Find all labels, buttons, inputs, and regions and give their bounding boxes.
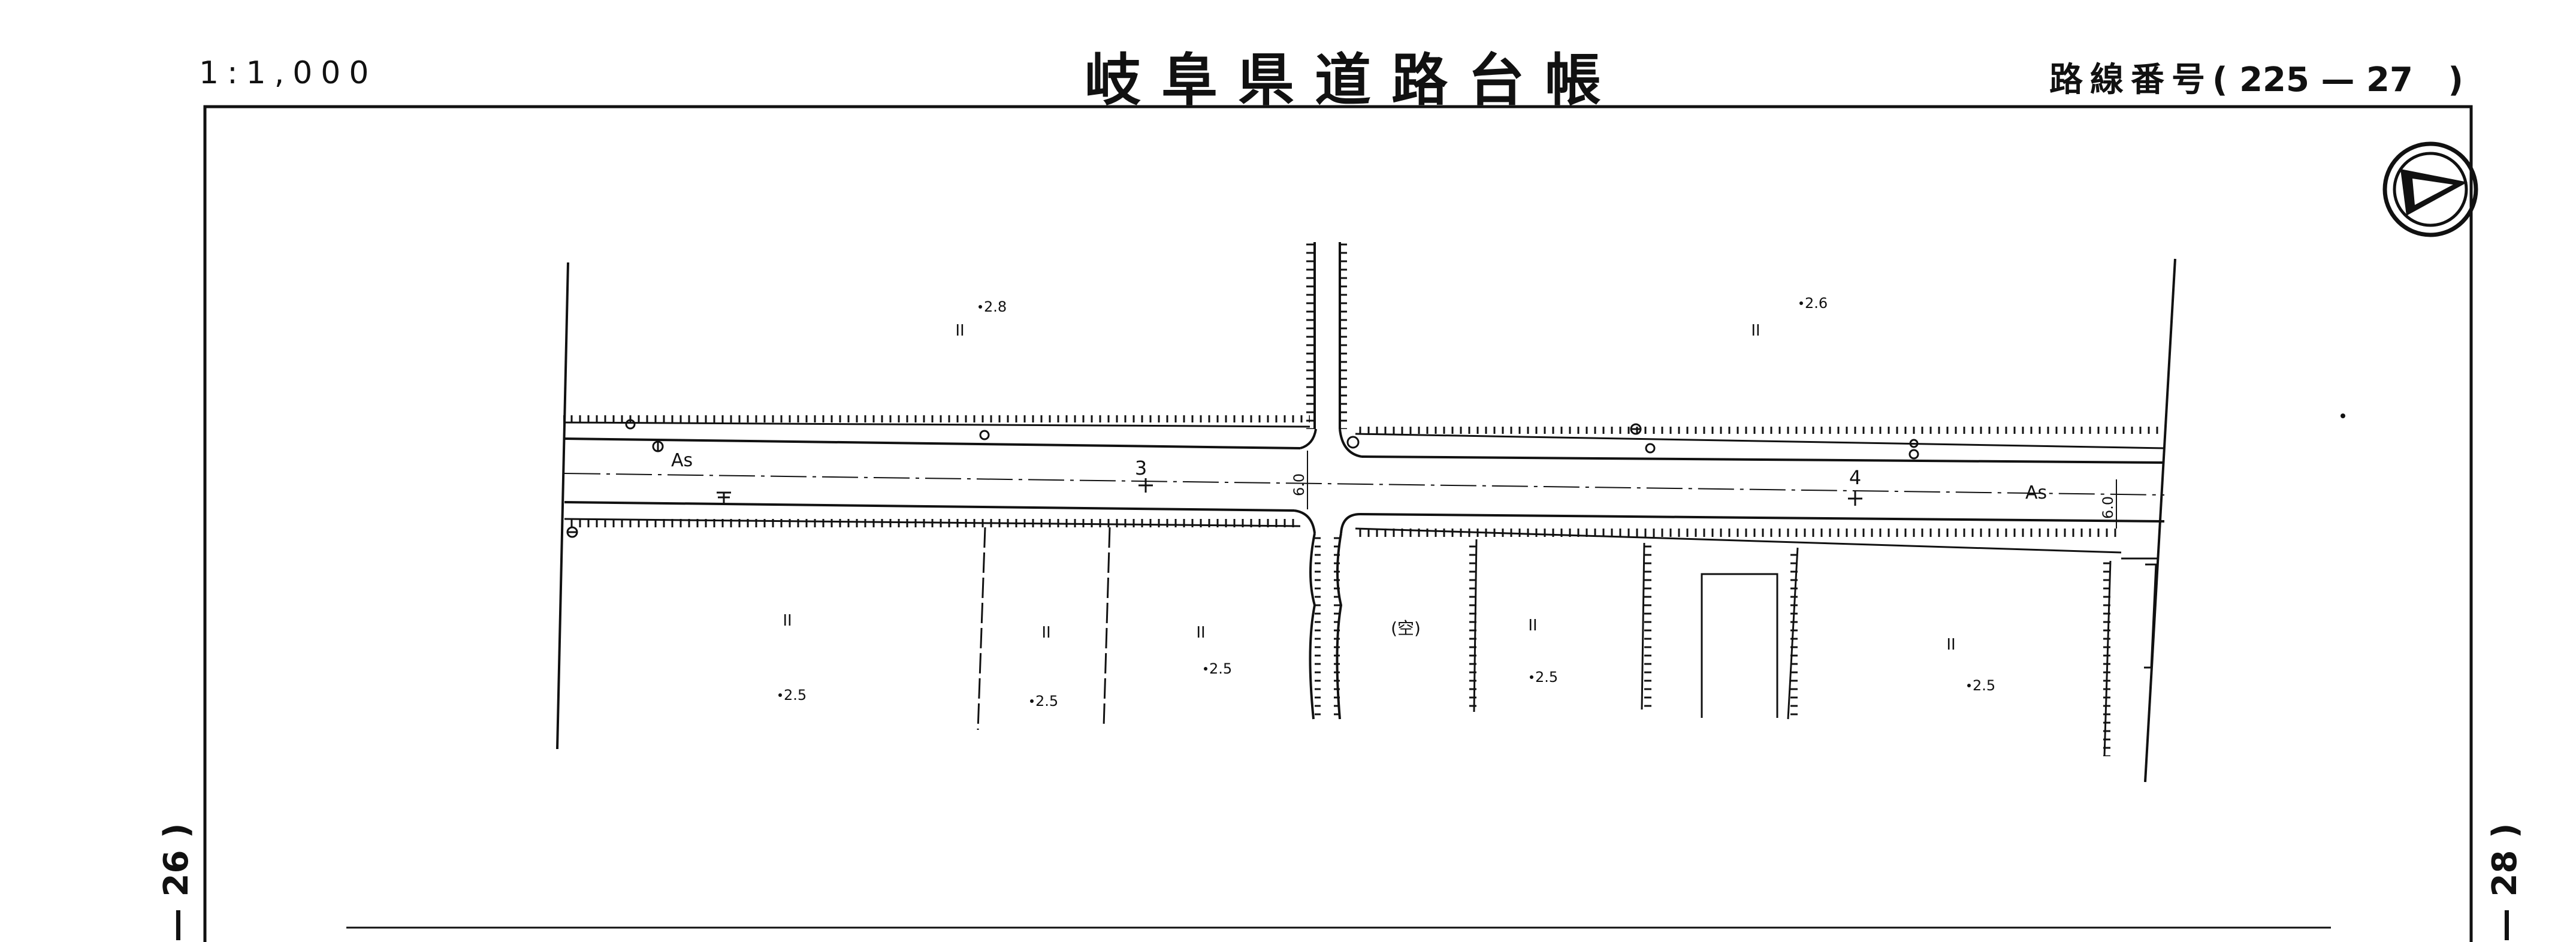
vacant-lot-label: (空): [1391, 618, 1421, 638]
elevation-value: 2.5: [1535, 669, 1558, 686]
sheet-frame: [203, 105, 2473, 942]
north-road-edge: [564, 428, 2165, 464]
pavement-label: As: [2025, 482, 2047, 503]
station-label: 3: [1135, 457, 1147, 479]
field-symbol: II: [955, 322, 964, 340]
north-arrow-icon: [2382, 141, 2478, 237]
svg-text:6.0: 6.0: [2100, 496, 2116, 519]
map-title: 岐阜県道路台帳: [1085, 48, 1622, 113]
route-number-label: 路線番号: [2049, 61, 2212, 99]
pavement-label: As: [671, 450, 693, 471]
map-dot: [2341, 413, 2345, 418]
field-symbol: II: [783, 612, 792, 630]
road-centerline: [564, 473, 2165, 496]
side-road-north: [1306, 242, 1347, 429]
elevation-value: 2.5: [1035, 693, 1058, 709]
elevation-value: 2.5: [784, 687, 807, 704]
field-symbol: II: [1041, 624, 1050, 642]
parcel-lines: [977, 527, 2157, 757]
elevation-value: 2.6: [1805, 295, 1828, 312]
field-symbols: II II II II II II II: [783, 322, 1955, 654]
boundary-left: [556, 262, 569, 750]
route-number: 路線番号( 225 — 27 ): [2049, 53, 2463, 101]
north-building-line: [563, 415, 2165, 449]
width-dimension: 6.0: [2100, 479, 2117, 529]
svg-text:6.0: 6.0: [1291, 473, 1307, 496]
route-number-value: ( 225 — 27 ): [2212, 61, 2463, 99]
field-symbol: II: [1196, 624, 1205, 642]
south-building-line: [564, 518, 2157, 560]
south-road-edge: [564, 501, 2165, 534]
station-label: 4: [1849, 466, 1861, 489]
elevation-value: 2.5: [1973, 677, 1995, 694]
elevation-value: 2.8: [984, 298, 1007, 315]
map-scale: 1:1,000: [199, 55, 378, 91]
elevation-points: 2.8 2.6 2.5 2.5 2.5 2.5 2.5: [778, 295, 1995, 709]
elevation-value: 2.5: [1209, 660, 1232, 677]
field-symbol: II: [1946, 636, 1955, 654]
side-road-south: [1309, 533, 1343, 720]
width-dimension: 6.0: [1291, 451, 1308, 509]
field-symbol: II: [1528, 617, 1537, 635]
utility-symbols: [566, 419, 1919, 538]
field-symbol: II: [1751, 322, 1760, 340]
